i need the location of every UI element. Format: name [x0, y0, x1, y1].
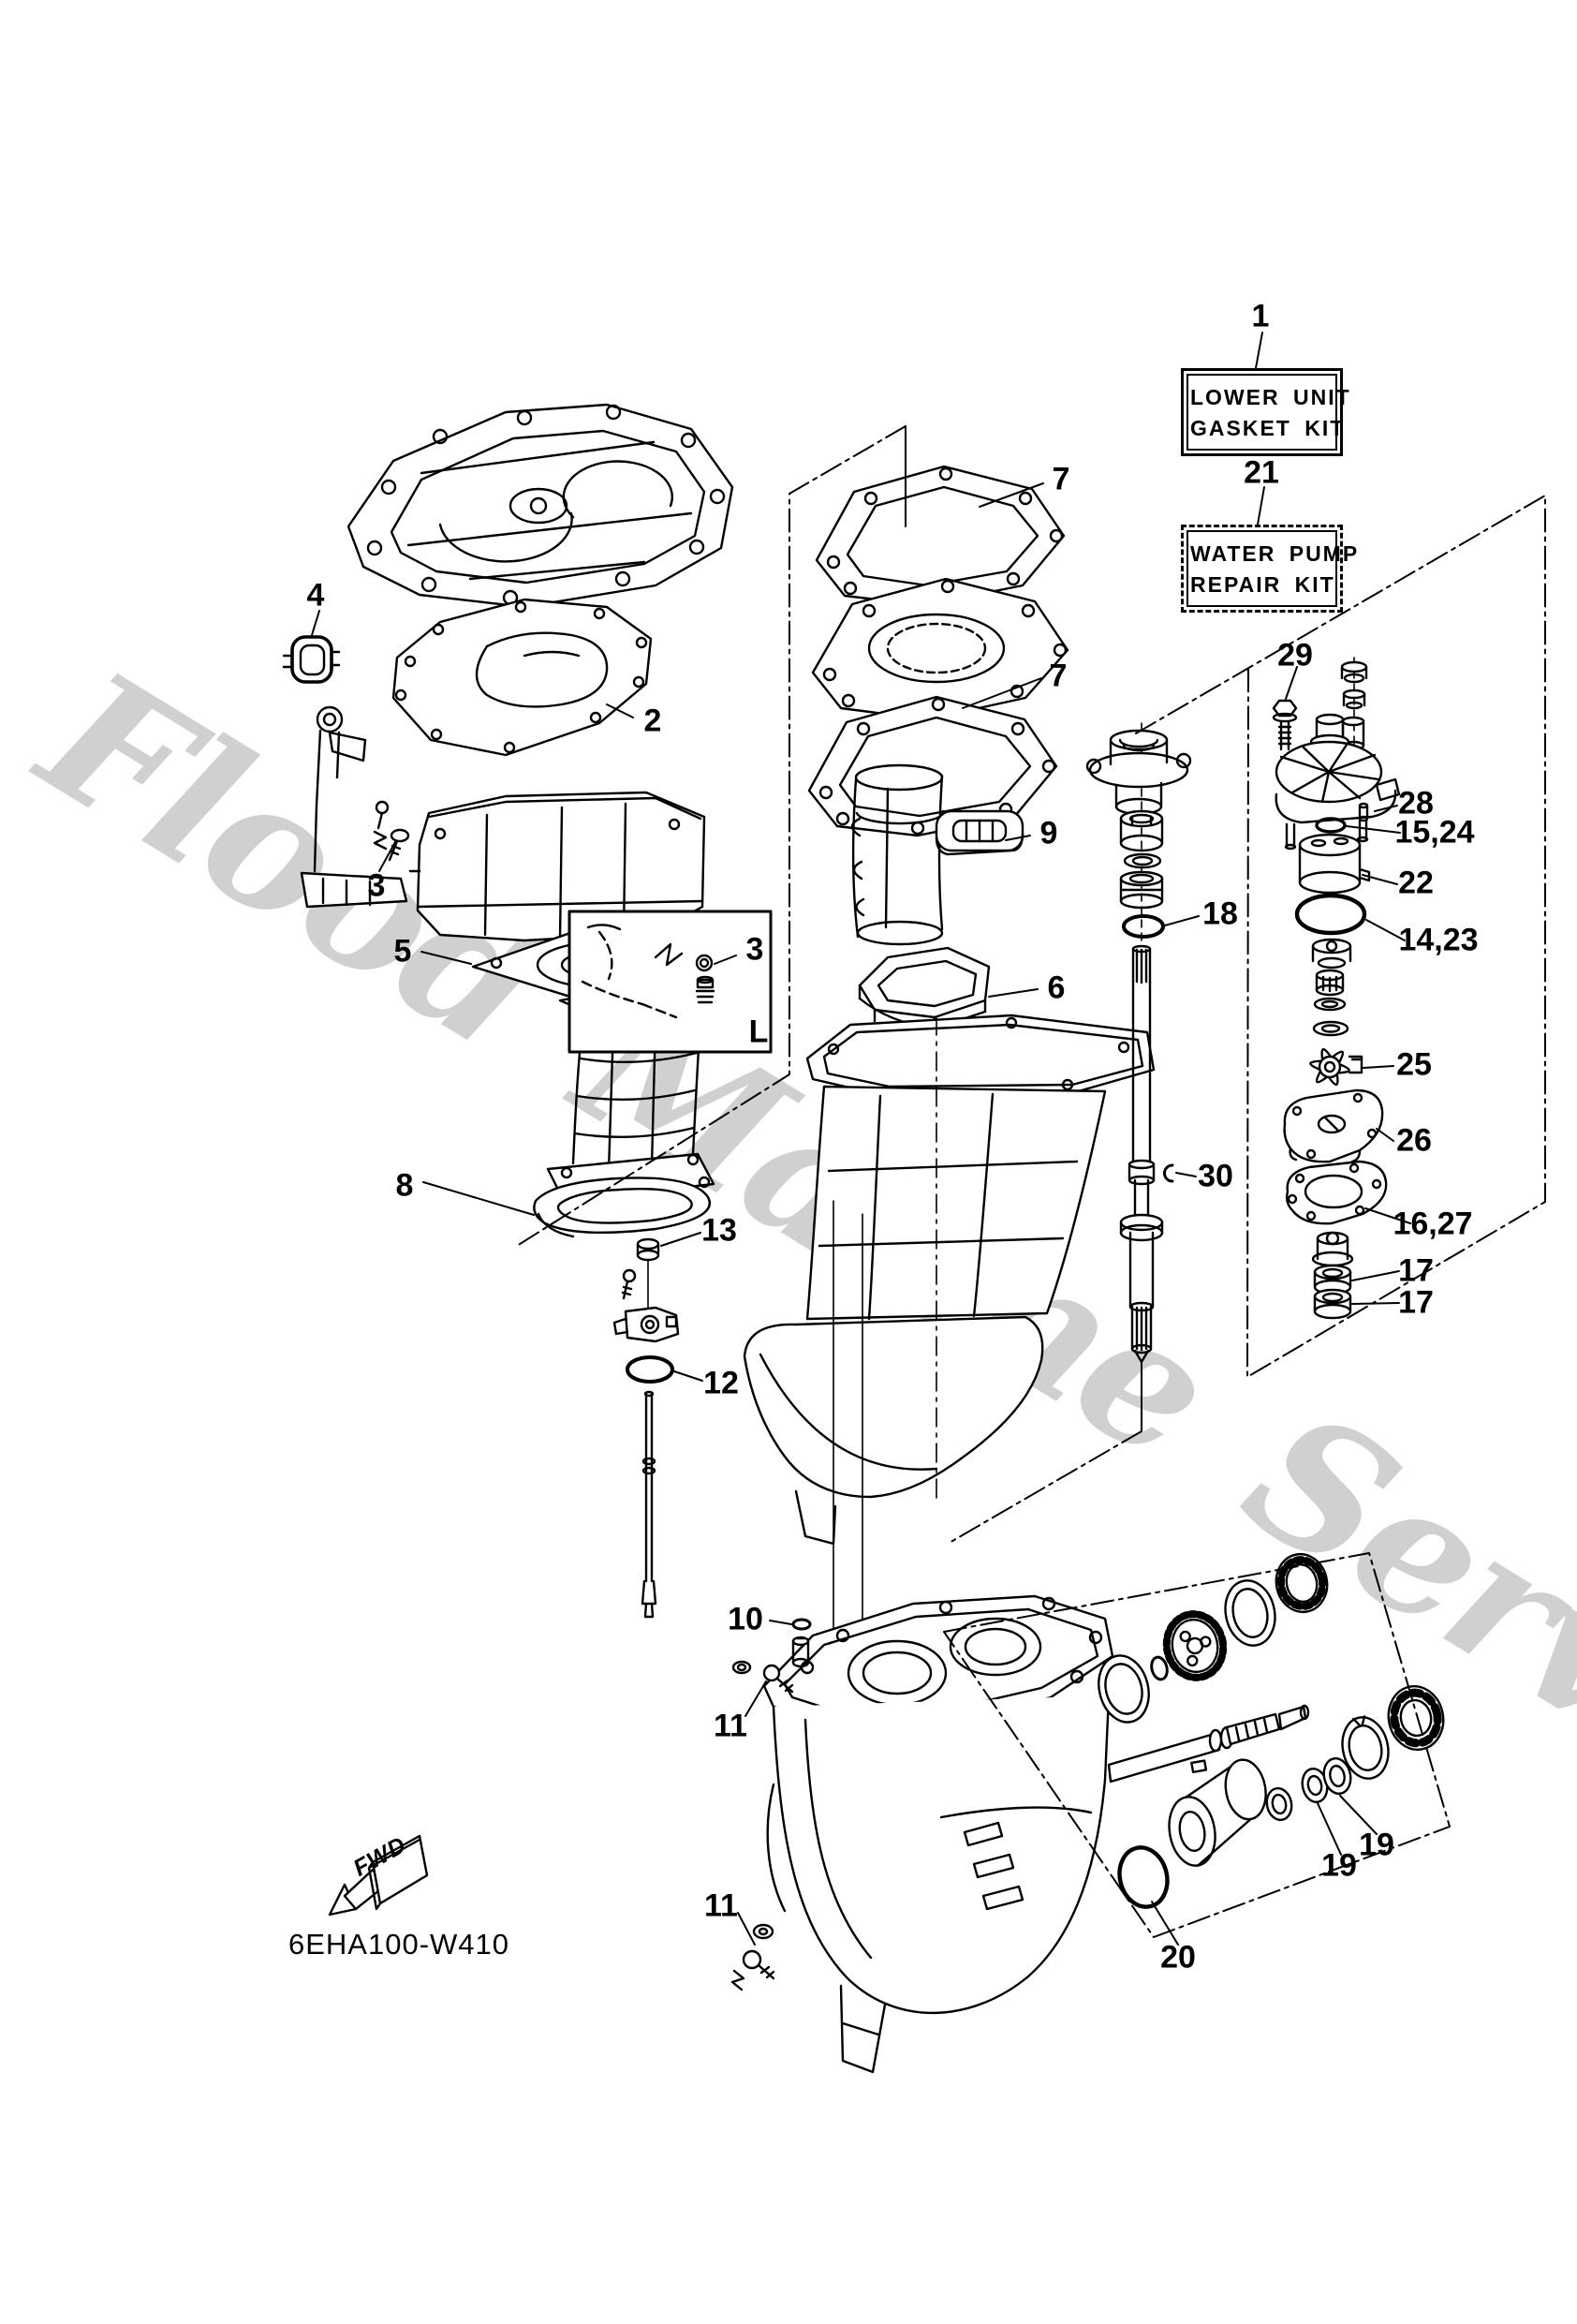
upper-casing-side-view	[408, 791, 706, 942]
bearing-carrier	[1168, 1758, 1267, 1867]
grommet-4	[282, 635, 341, 684]
upper-casing-gasket	[391, 598, 653, 757]
upper-casing-bottom-view	[346, 403, 734, 609]
exhaust-plate	[811, 577, 1069, 721]
bearing-carrier-group	[1098, 1552, 1445, 1909]
group-enclosures	[516, 425, 1546, 1938]
oil-seal-17a	[1313, 1264, 1352, 1295]
plug-screw-10	[791, 1618, 812, 1668]
pump-plate-26	[1283, 1088, 1384, 1163]
water-pump-assembly	[1272, 657, 1401, 1037]
bolt-11a	[731, 1660, 794, 1694]
seal-rubber-9	[935, 809, 1024, 856]
seal-collar	[1311, 1231, 1354, 1267]
shift-rod-assembly	[612, 1237, 680, 1619]
pump-gasket-16-27	[1285, 1160, 1388, 1225]
oil-seal-17b	[1313, 1288, 1352, 1320]
seal-rubber-6	[858, 946, 991, 1030]
bolt-11b	[730, 1923, 775, 1991]
drain-screw-3	[388, 828, 410, 862]
propeller-shaft	[1107, 1704, 1310, 1784]
driveshaft-assembly	[1085, 722, 1192, 1364]
gear-case	[762, 1594, 1114, 2074]
muffler-assembly	[850, 763, 945, 946]
inset-box-L	[567, 910, 773, 1054]
leader-lines	[311, 332, 1411, 1946]
fwd-flag	[328, 1834, 429, 1917]
impeller	[1309, 1048, 1363, 1086]
water-pickup-assembly	[300, 705, 408, 909]
seal-rubber-8	[533, 1177, 711, 1238]
upper-case-housing	[743, 1014, 1156, 1730]
